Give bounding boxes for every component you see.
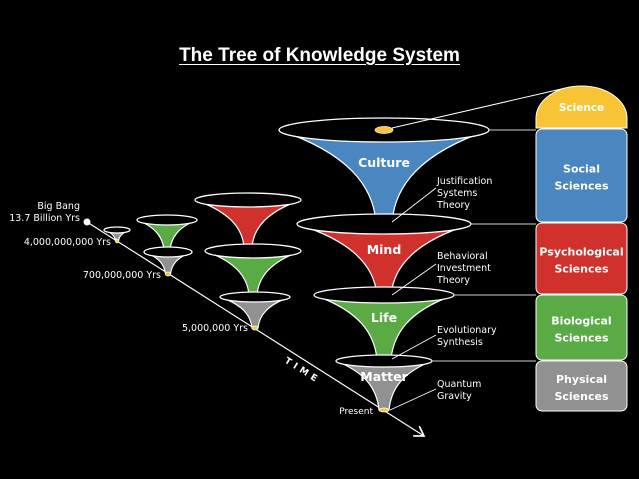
science-label-line: Science xyxy=(559,102,604,114)
science-label-physical-line: Physical xyxy=(556,373,607,386)
science-label-social-line: Sciences xyxy=(554,180,608,193)
theory-label-evo-line: Evolutionary xyxy=(437,325,497,336)
funnel-matter-700m-joint xyxy=(165,271,171,277)
funnel-matter xyxy=(335,354,433,413)
funnel-life-700m-rim xyxy=(136,214,198,226)
funnel-matter-4b xyxy=(103,226,131,244)
science-label-psychological-line: Sciences xyxy=(554,263,608,276)
marker-700-million-line: 700,000,000 Yrs xyxy=(83,270,161,281)
theory-label-evo-line: Synthesis xyxy=(437,337,483,348)
theory-label-bit-line: Behavioral xyxy=(437,251,488,262)
funnel-matter-4b-joint xyxy=(115,238,119,244)
cone-label-mind: Mind xyxy=(367,242,402,257)
marker-5-million: 5,000,000 Yrs xyxy=(182,323,248,334)
cones-layer xyxy=(103,86,571,413)
marker-present-line: Present xyxy=(339,407,373,417)
theory-label-qg-line: Quantum xyxy=(437,379,481,390)
science-box-physical xyxy=(535,360,628,412)
marker-700-million: 700,000,000 Yrs xyxy=(83,270,161,281)
theory-label-bit-line: Investment xyxy=(437,263,491,274)
theory-label-jst-line: Theory xyxy=(436,200,470,211)
theory-label-qg-line: Gravity xyxy=(437,391,472,402)
funnel-matter-5m-rim xyxy=(219,291,291,303)
cone-label-matter: Matter xyxy=(360,369,408,384)
funnel-mind-5m xyxy=(194,192,302,250)
cone-label-life: Life xyxy=(371,310,397,325)
science-label-physical-line: Sciences xyxy=(554,390,608,403)
diagram-title: The Tree of Knowledge System xyxy=(0,45,639,67)
marker-4-billion-line: 4,000,000,000 Yrs xyxy=(24,237,111,248)
funnel-matter-4b-rim xyxy=(103,226,131,234)
marker-big-bang-line: Big Bang xyxy=(37,201,80,212)
funnel-matter-700m-rim xyxy=(143,246,193,258)
marker-big-bang-line: 13.7 Billion Yrs xyxy=(9,213,80,224)
leader-line-evo xyxy=(391,334,437,360)
science-box-social xyxy=(535,128,628,223)
leader-line-bit xyxy=(391,263,437,296)
marker-4-billion: 4,000,000,000 Yrs xyxy=(24,237,111,248)
funnel-matter-5m-joint xyxy=(251,325,259,331)
title-text: The Tree of Knowledge System xyxy=(179,45,460,66)
science-label: Science xyxy=(559,102,604,114)
culture-science-dot xyxy=(374,126,394,134)
theory-label-jst-line: Systems xyxy=(437,188,477,199)
science-label-social-line: Social xyxy=(563,163,600,176)
marker-5-million-line: 5,000,000 Yrs xyxy=(182,323,248,334)
funnel-life-body xyxy=(313,294,455,360)
science-box-biological xyxy=(535,294,628,361)
funnel-mind-5m-rim xyxy=(194,192,302,208)
theory-label-bit-line: Theory xyxy=(436,275,470,286)
funnel-matter-5m xyxy=(219,291,291,331)
funnel-life-5m-rim xyxy=(204,243,302,259)
funnel-matter-joint xyxy=(378,407,390,413)
funnel-life-5m xyxy=(204,243,302,298)
big-bang-dot xyxy=(83,218,91,226)
science-label-psychological-line: Psychological xyxy=(539,246,623,259)
funnel-life-rim xyxy=(313,286,455,304)
leader-line-jst xyxy=(391,187,437,223)
marker-present: Present xyxy=(339,407,373,417)
science-label-biological-line: Sciences xyxy=(554,332,608,345)
funnel-mind xyxy=(296,213,472,298)
science-connector-line xyxy=(391,86,571,129)
theory-label-jst-line: Justification xyxy=(436,176,492,187)
funnel-matter-rim xyxy=(335,354,433,368)
leader-line-qg xyxy=(389,388,437,411)
science-dome xyxy=(535,85,628,129)
science-box-psychological xyxy=(535,222,628,295)
cone-label-culture: Culture xyxy=(358,155,410,170)
time-axis-label: TIME xyxy=(282,356,322,386)
funnel-matter-700m xyxy=(143,246,193,277)
funnel-mind-rim xyxy=(296,213,472,235)
science-label-biological-line: Biological xyxy=(551,315,611,328)
